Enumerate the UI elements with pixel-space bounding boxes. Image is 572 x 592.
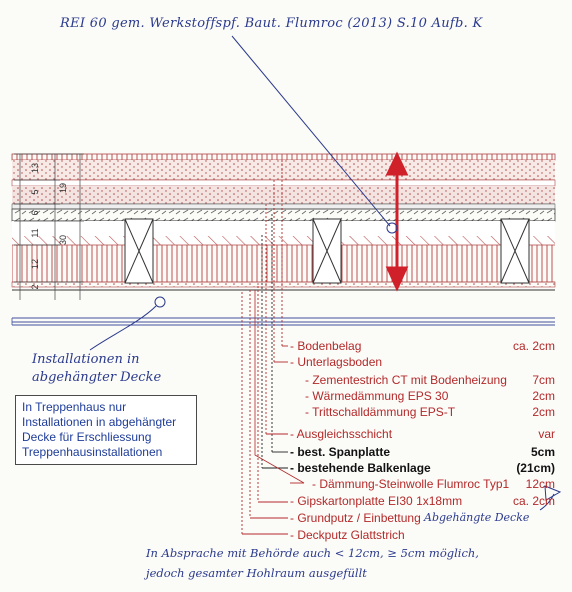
timber-beam [124,218,154,284]
side-note: Abgehängte Decke [424,511,530,524]
layer-label: - Deckputz Glattstrich [290,528,405,542]
layer-value: 7cm [532,373,555,387]
layer-value: 12cm [525,477,555,491]
dimension-label: 12 [30,259,40,269]
stairwell-note-box: In Treppenhaus nur Installationen in abg… [15,395,197,465]
dimension-chain [14,153,84,300]
box-note-line3: Decke für Erschliessung [22,430,152,444]
installations-note-line2: abgehängter Decke [32,370,162,385]
footer-note-line2: jedoch gesamter Hohlraum ausgefüllt [146,566,367,580]
layer-value: ca. 2cm [512,339,555,353]
dimension-label: 11 [30,228,40,237]
layer-label: - Trittschalldämmung EPS-T [305,405,456,419]
layer-floor-covering [11,153,556,161]
layer-label: - Zementestrich CT mit Bodenheizung [305,373,507,387]
leader-lines [241,160,283,534]
layer-label: - best. Spanplatte [290,445,391,459]
dimension-labels: 13 19 5 6 11 30 12 2 [30,163,68,290]
layer-label: - Unterlagsboden [290,355,383,369]
layer-insulation-eps [11,179,556,187]
height-arrow [385,151,409,292]
layer-value: 5cm [530,445,555,459]
layer-label: - bestehende Balkenlage [290,461,431,475]
footer-note-line1: In Absprache mit Behörde auch < 12cm, ≥ … [146,546,479,560]
layer-rockwool-insulation [12,245,555,282]
timber-beam [312,218,342,284]
box-note-line1: In Treppenhaus nur [22,400,127,414]
layer-levelling [11,203,556,210]
layer-label: - Dämmung-Steinwolle Flumroc Typ1 [312,477,510,491]
layer-label: - Wärmedämmung EPS 30 [305,389,449,403]
box-note-line2: Installationen in abgehängter [22,415,177,429]
dimension-label: 2 [30,284,40,289]
box-note-line4: Treppenhausinstallationen [22,445,163,459]
layer-label: - Grundputz / Einbettung [290,511,421,525]
layer-chipboard [11,208,556,222]
installations-note-line1: Installationen in [32,352,140,367]
dimension-label: 30 [58,235,68,245]
leader-ticks [242,345,288,535]
layer-label: - Ausgleichsschicht [290,427,393,441]
dimension-label: 13 [30,163,40,173]
layer-value: 2cm [532,389,555,403]
suspended-ceiling [12,317,555,326]
layer-label: - Gipskartonplatte EI30 1x18mm [290,494,463,508]
header-annotation: REI 60 gem. Werkstoffspf. Baut. Flumroc … [60,16,483,31]
installations-leader [89,296,166,351]
layer-value: 2cm [532,405,555,419]
header-leader [231,35,398,234]
dimension-label: 19 [58,183,68,193]
layer-plasterboard [11,281,556,288]
timber-beam [500,218,530,284]
layer-value: ca. 2cm [512,494,555,508]
leader-lines-black [261,214,273,468]
dimension-label: 5 [30,189,40,194]
layer-value: (21cm) [516,461,555,475]
layer-value: var [538,427,555,441]
layer-label: - Bodenbelag [290,339,362,353]
dimension-label: 6 [30,210,40,215]
